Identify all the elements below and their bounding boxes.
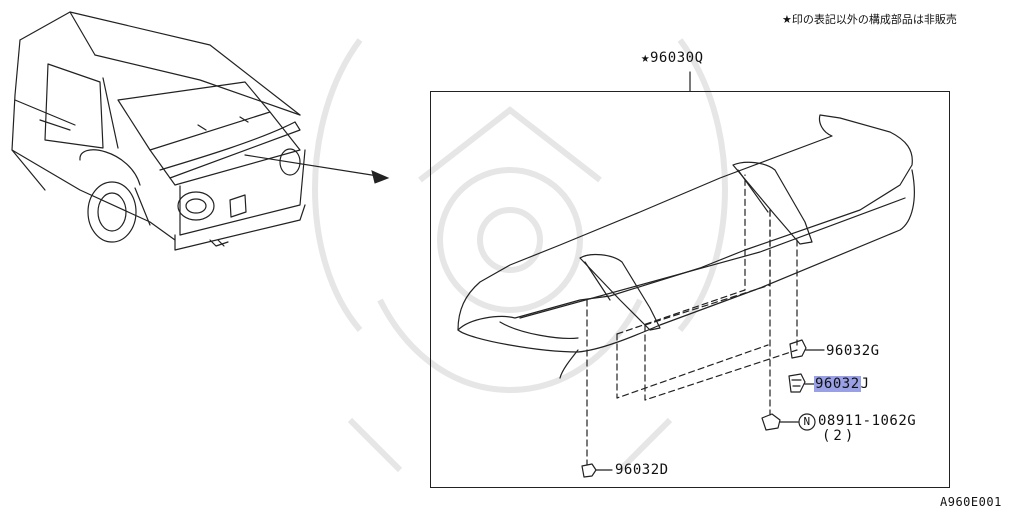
diagram-code: A960E001 [940,495,1002,509]
detail-frame [430,91,950,488]
clip-highlight: 96032 [814,376,861,392]
part-clip-label[interactable]: 96032J [814,376,870,392]
header-note: ★印の表記以外の構成部品は非販売 [782,13,957,26]
nut-circle-letter: N [803,415,811,428]
fastener-cap [789,339,825,359]
fastener-nut [761,413,799,431]
assembly-label[interactable]: ★96030Q [641,50,704,66]
assembly-number: 96030Q [649,50,704,66]
nut-quantity: (2) [822,428,857,444]
nut-number: 08911-1062G [818,413,917,429]
pointer-arrow [244,154,379,177]
part-nut-label[interactable]: N 08911-1062G [802,413,916,430]
fastener-grommet [581,463,613,478]
arrow-head [371,170,390,184]
clip-suffix: J [860,376,870,392]
car-illustration [11,11,306,251]
part-96032g-label[interactable]: 96032G [826,343,880,359]
star-icon: ★ [641,50,650,66]
fastener-clip [788,373,815,393]
rear-spoiler [457,114,915,466]
nut-circle-icon [798,413,816,431]
part-96032d-label[interactable]: 96032D [615,462,669,478]
